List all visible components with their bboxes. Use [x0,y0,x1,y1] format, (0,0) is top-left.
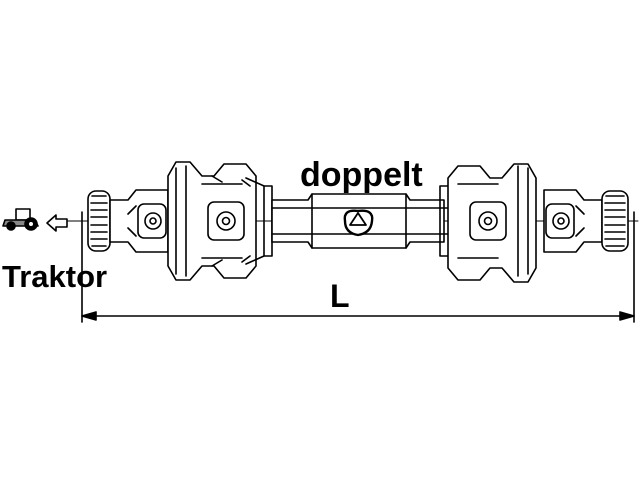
right-guard-cone [447,163,537,283]
shaft-type-label: doppelt [300,156,423,194]
dimension-line-L [81,211,635,323]
left-outer-yoke [109,189,169,253]
right-outer-yoke [543,189,603,253]
left-guard-cone [167,161,265,281]
tractor-side-label: Traktor [2,259,108,294]
tractor-icon [2,208,39,231]
right-guard-skirt [439,185,449,257]
arrow-left-outline-icon [46,214,68,232]
left-collar [87,190,111,252]
triangle-profile-icon [343,209,374,237]
right-collar [601,190,629,252]
length-dimension-label: L [330,278,350,314]
